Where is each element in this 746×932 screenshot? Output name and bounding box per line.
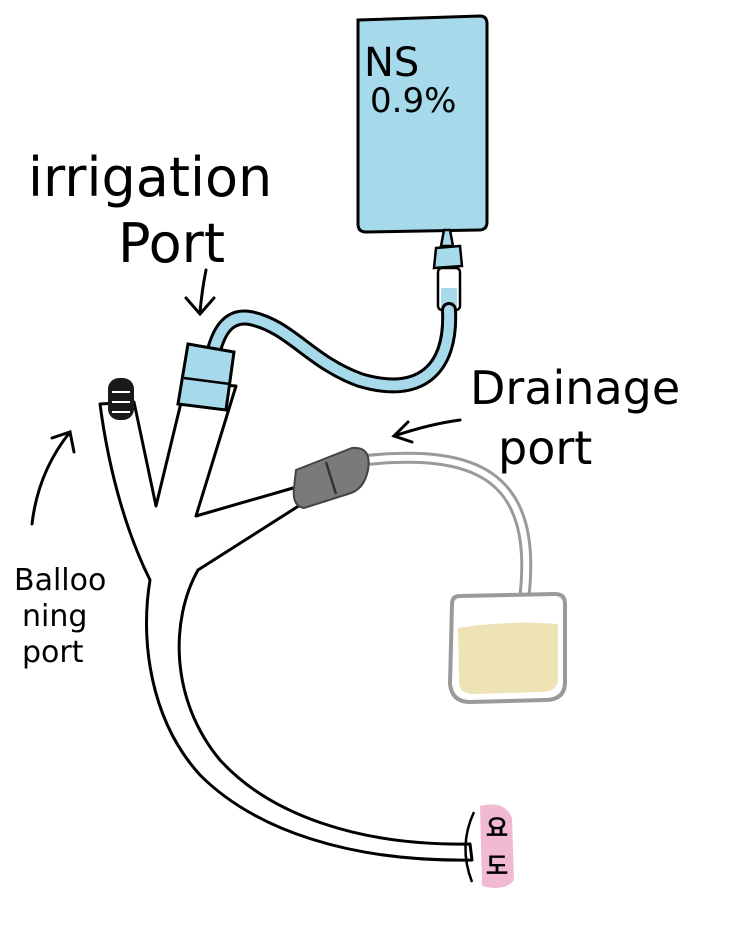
- drainage-label-line2: port: [498, 421, 592, 475]
- saline-bag: NS 0.9%: [356, 14, 489, 234]
- arrow-left-icon: [391, 418, 462, 444]
- bag-label-ns: NS: [364, 40, 419, 86]
- drainage-tube: [360, 451, 533, 606]
- urethra-label-char1: 요: [486, 814, 508, 842]
- urethra-label-char2: 도: [486, 852, 508, 880]
- irrigation-tube: [206, 302, 458, 394]
- arrow-down-icon: [184, 268, 216, 317]
- arrow-up-icon: [30, 430, 76, 526]
- drip-chamber: [432, 228, 464, 312]
- irrigation-label-line1: irrigation: [28, 146, 272, 209]
- drainage-connector: [292, 446, 370, 510]
- ballooning-label-line3: port: [22, 635, 84, 670]
- bag-label-concentration: 0.9%: [370, 81, 456, 121]
- drainage-label-line1: Drainage: [470, 361, 680, 415]
- irrigation-connector: [176, 342, 236, 412]
- irrigation-label-line2: Port: [118, 212, 225, 275]
- ballooning-label-line1: Balloo: [14, 563, 106, 598]
- catheter-body: [98, 380, 474, 862]
- balloon-port-cap: [108, 378, 134, 420]
- urethra-marker: 요 도: [464, 804, 514, 888]
- urine-bag: [447, 591, 567, 705]
- ballooning-label-line2: ning: [22, 599, 87, 634]
